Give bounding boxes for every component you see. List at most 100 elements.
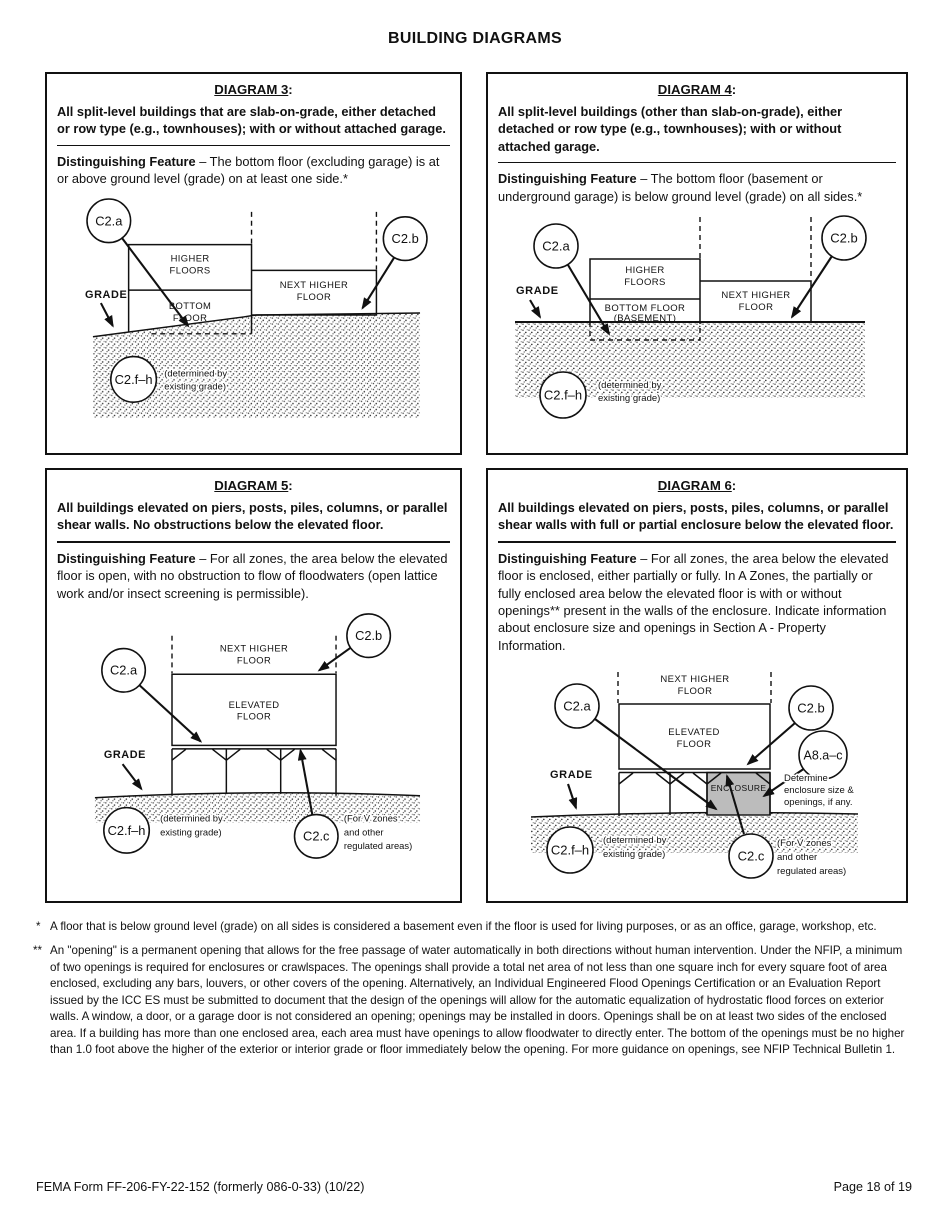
diagram-5-title: DIAGRAM 5: bbox=[57, 478, 450, 493]
callout-c2a-label: C2.a bbox=[563, 699, 591, 714]
diagram-5-panel: DIAGRAM 5: All buildings elevated on pie… bbox=[45, 468, 462, 903]
note-determine-enclosure: Determine bbox=[784, 773, 828, 784]
split-level-building-outline bbox=[589, 258, 812, 322]
callout-c2b-circle bbox=[382, 215, 428, 261]
enclosure-area bbox=[706, 771, 771, 816]
callout-c2a-circle bbox=[86, 197, 132, 243]
callout-a8ac-circle bbox=[798, 730, 848, 780]
label-next-higher-floor: FLOOR bbox=[237, 655, 271, 665]
label-bottom-floor-basement: (BASEMENT) bbox=[614, 313, 677, 324]
diagram-4-drawing: HIGHER FLOORS BOTTOM FLOOR (BASEMENT) NE… bbox=[515, 215, 867, 419]
note-determined-by-grade: (determined by bbox=[160, 813, 223, 823]
diagram-4-panel: DIAGRAM 4: All split-level buildings (ot… bbox=[486, 72, 908, 455]
label-grade: GRADE bbox=[104, 749, 146, 761]
note-determined-by-grade: existing grade) bbox=[598, 393, 660, 404]
elevated-building-outline bbox=[171, 673, 337, 796]
callout-arrows bbox=[99, 236, 396, 328]
callout-c2a-circle bbox=[533, 223, 579, 269]
note-determine-enclosure: enclosure size & bbox=[784, 785, 854, 796]
label-bottom-floor-basement: BOTTOM FLOOR bbox=[605, 303, 686, 314]
callout-c2a-label: C2.a bbox=[542, 238, 570, 253]
feature-text: – The bottom floor (basement or undergro… bbox=[498, 171, 863, 204]
footnote-marker: * bbox=[36, 920, 41, 933]
callout-c2c-circle bbox=[728, 833, 774, 879]
note-determined-by-grade: (determined by bbox=[598, 380, 662, 391]
diagram-3-title-colon: : bbox=[288, 82, 293, 97]
label-next-higher-floor: FLOOR bbox=[297, 291, 331, 302]
label-next-higher-floor: NEXT HIGHER bbox=[280, 279, 348, 290]
basement-dashed-outline bbox=[589, 216, 812, 341]
label-higher-floors: FLOORS bbox=[170, 264, 211, 275]
callout-c2fh-label: C2.f–h bbox=[108, 823, 146, 838]
label-grade: GRADE bbox=[550, 769, 593, 781]
callout-c2a-label: C2.a bbox=[95, 213, 123, 228]
diagram-6-panel: DIAGRAM 6: All buildings elevated on pie… bbox=[486, 468, 908, 903]
label-elevated-floor: FLOOR bbox=[677, 739, 712, 750]
diagram-4-title-colon: : bbox=[731, 82, 737, 97]
callout-c2b-circle bbox=[788, 685, 834, 731]
callout-c2c-label: C2.c bbox=[303, 829, 330, 844]
hidden-slab-dashed-line bbox=[151, 211, 378, 335]
label-bottom-floor: FLOOR bbox=[173, 311, 207, 322]
footnote-opening: ** An "opening" is a permanent opening t… bbox=[33, 943, 914, 1058]
callout-c2b-circle bbox=[346, 613, 392, 659]
diagram-3-panel: DIAGRAM 3: All split-level buildings tha… bbox=[45, 72, 462, 455]
form-number: FEMA Form FF-206-FY-22-152 (formerly 086… bbox=[36, 1180, 365, 1194]
diagram-4-title-text: DIAGRAM 4 bbox=[657, 82, 732, 97]
feature-text: – For all zones, the area below the elev… bbox=[57, 550, 448, 601]
label-higher-floors: FLOORS bbox=[624, 277, 665, 288]
label-higher-floors: HIGHER bbox=[625, 265, 664, 276]
note-v-zones: and other bbox=[777, 852, 817, 863]
diagram-4-title: DIAGRAM 4: bbox=[498, 82, 896, 97]
diagram-6-title-colon: : bbox=[731, 478, 737, 493]
diagram-3-feature: Distinguishing Feature – The bottom floo… bbox=[57, 153, 450, 188]
diagram-5-drawing: NEXT HIGHER FLOOR ELEVATED FLOOR GRADE C… bbox=[94, 613, 421, 859]
note-determined-by-grade: (determined by bbox=[164, 367, 227, 378]
footnote-text: An "opening" is a permanent opening that… bbox=[50, 944, 905, 1057]
label-bottom-floor: BOTTOM bbox=[169, 300, 211, 311]
feature-text: – The bottom floor (excluding garage) is… bbox=[57, 153, 440, 187]
note-determined-by-grade: (determined by bbox=[603, 835, 667, 846]
callout-c2b-circle bbox=[821, 215, 867, 261]
note-v-zones: regulated areas) bbox=[344, 841, 412, 851]
feature-label: Distinguishing Feature bbox=[57, 153, 196, 169]
diagram-4-feature: Distinguishing Feature – The bottom floo… bbox=[498, 170, 896, 205]
label-next-higher-floor: FLOOR bbox=[678, 686, 713, 697]
callout-c2fh-label: C2.f–h bbox=[551, 843, 589, 858]
separator bbox=[498, 540, 896, 543]
callout-c2b-label: C2.b bbox=[797, 701, 824, 716]
diagram-3-description: All split-level buildings that are slab-… bbox=[57, 104, 446, 137]
diagram-5-title-text: DIAGRAM 5 bbox=[214, 478, 289, 493]
label-next-higher-floor: NEXT HIGHER bbox=[220, 643, 288, 653]
callout-arrows bbox=[529, 255, 833, 336]
diagram-6-drawing: NEXT HIGHER FLOOR ELEVATED FLOOR ENCLOSU… bbox=[530, 672, 859, 879]
label-enclosure: ENCLOSURE bbox=[711, 783, 767, 793]
callout-c2fh-circle bbox=[103, 806, 151, 854]
callout-arrows bbox=[567, 718, 806, 835]
callout-c2b-label: C2.b bbox=[830, 230, 857, 245]
callout-a8ac-label: A8.a–c bbox=[804, 749, 843, 763]
feature-label: Distinguishing Feature bbox=[498, 171, 637, 187]
ground-texture bbox=[94, 791, 421, 823]
diagram-6-description: All buildings elevated on piers, posts, … bbox=[498, 500, 894, 533]
note-v-zones: and other bbox=[344, 827, 384, 837]
footnotes: * A floor that is below ground level (gr… bbox=[33, 919, 914, 1067]
note-determined-by-grade: existing grade) bbox=[603, 849, 665, 860]
diagram-3-title-text: DIAGRAM 3 bbox=[214, 82, 289, 97]
label-higher-floors: HIGHER bbox=[171, 252, 210, 263]
footnote-marker: ** bbox=[33, 944, 43, 958]
callout-c2c-label: C2.c bbox=[738, 849, 765, 864]
feature-text: – For all zones, the area below the elev… bbox=[498, 550, 889, 653]
diagram-6-title: DIAGRAM 6: bbox=[498, 478, 896, 493]
separator bbox=[57, 540, 450, 543]
callout-c2a-label: C2.a bbox=[110, 663, 138, 678]
diagram-5-description: All buildings elevated on piers, posts, … bbox=[57, 500, 448, 533]
label-elevated-floor: ELEVATED bbox=[668, 727, 719, 738]
callout-c2a-circle bbox=[101, 647, 147, 693]
elevated-building-outline bbox=[618, 703, 771, 817]
callout-arrows bbox=[121, 646, 352, 815]
label-next-higher-floor: NEXT HIGHER bbox=[721, 290, 790, 301]
diagram-4-description: All split-level buildings (other than sl… bbox=[498, 104, 843, 154]
label-elevated-floor: ELEVATED bbox=[229, 700, 280, 710]
